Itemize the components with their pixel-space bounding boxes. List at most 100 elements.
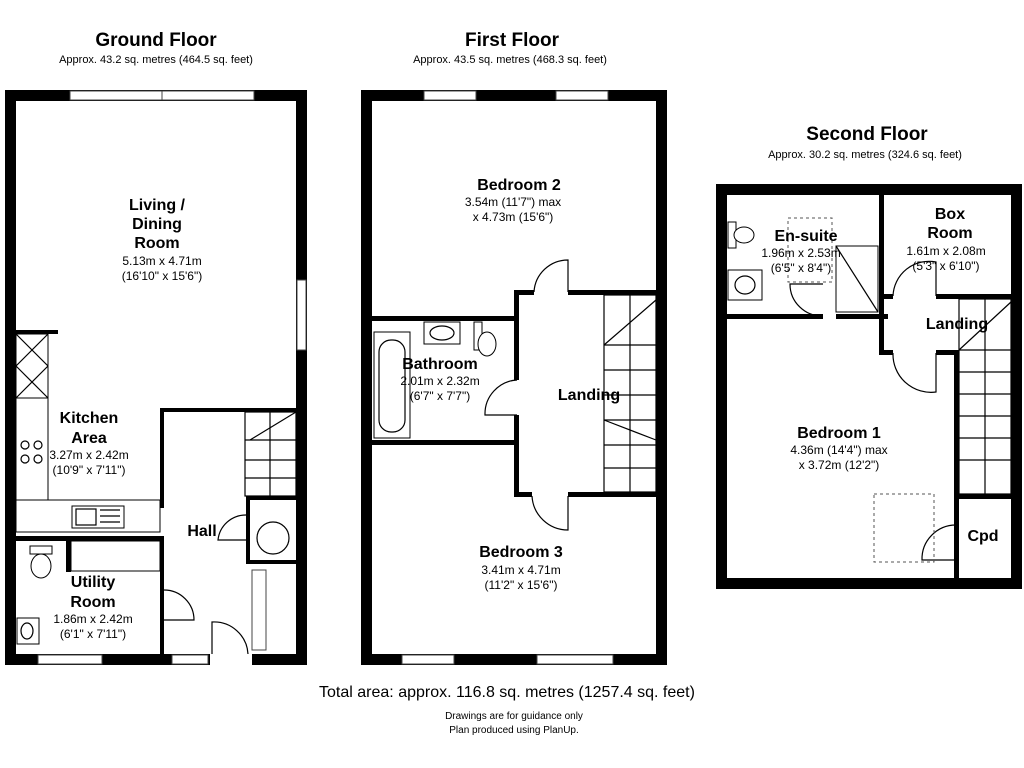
wall [568,492,656,497]
wall [727,314,823,319]
wall [372,440,519,445]
staircase [244,411,297,497]
staircase [603,294,657,493]
bath-icon [373,331,411,439]
wall [656,90,667,665]
door-swing [531,495,569,531]
wall [361,90,372,665]
utility-room-name: Utility [71,574,116,591]
utility-worktop [70,540,161,572]
wall [246,560,297,564]
wall [716,184,727,589]
toilet-icon [473,321,497,357]
plan-credit: Plan produced using PlanUp. [449,725,579,736]
ground-floor-title: Ground Floor [95,30,217,51]
wall [361,654,667,665]
living-room-dims: 5.13m x 4.71m [122,254,201,268]
door-swing [217,514,247,541]
bathroom-dims: (6'7" x 7'7") [410,389,470,403]
wall [716,184,1022,195]
door-swing [163,589,195,621]
door-swing [921,524,957,561]
kitchen-name: Kitchen [60,410,119,427]
wall [836,314,888,319]
window [555,90,609,101]
wall [514,415,519,497]
wall [716,578,1022,589]
window [171,654,209,665]
bedroom-2-name: Bedroom 2 [477,177,561,194]
window [37,654,103,665]
window [401,654,455,665]
boiler-icon [256,521,290,555]
disclaimer: Drawings are for guidance only [445,711,583,722]
en-suite-dims: 1.96m x 2.53m [761,246,840,260]
box-room-dims: 1.61m x 2.08m [906,244,985,258]
shower-icon [835,245,879,313]
box-room-name: Box [935,206,965,223]
bedroom-3-name: Bedroom 3 [479,544,563,561]
total-area: Total area: approx. 116.8 sq. metres (12… [319,684,695,701]
wall [514,492,532,497]
wall [879,294,893,299]
wall [1011,184,1022,589]
utility-room-dims: (6'1" x 7'11") [60,627,126,641]
door-swing [892,260,937,297]
ground-floor-plan: Living / Dining Room 5.13m x 4.71m (16'1… [5,90,307,665]
kitchen-name: Area [71,430,107,447]
living-room-name: Room [134,235,179,252]
toilet-icon [727,221,755,249]
door-swing [484,379,518,416]
toilet-icon [29,545,53,579]
sink-icon [71,505,125,529]
wall [879,195,884,355]
window [423,90,477,101]
bedroom-1-dims: x 3.72m (12'2") [799,458,880,472]
utility-room-dims: 1.86m x 2.42m [53,612,132,626]
living-room-name: Living / [129,197,186,214]
living-room-dims: (16'10" x 15'6") [122,269,202,283]
wall [160,408,297,412]
box-room-name: Room [927,225,972,242]
en-suite-dims: (6'5" x 8'4") [771,261,831,275]
window [296,279,307,351]
landing-name: Landing [558,387,620,404]
window [251,569,267,651]
wall [514,290,519,380]
wall [936,350,958,355]
landing-name: Landing [926,316,988,333]
wall [5,654,307,665]
wall [954,494,1011,499]
wall [16,330,58,334]
bedroom-3-dims: 3.41m x 4.71m [481,563,560,577]
kitchen-dims: (10'9" x 7'11") [53,463,126,477]
window [536,654,614,665]
wall [160,408,164,508]
en-suite-name: En-suite [774,228,837,245]
loft-hatch [873,493,935,563]
wall [296,90,307,665]
basin-icon [423,321,461,345]
bedroom-1-dims: 4.36m (14'4") max [790,443,887,457]
wall [66,536,71,572]
wall [361,90,667,101]
second-floor-area: Approx. 30.2 sq. metres (324.6 sq. feet) [768,149,962,161]
door-swing [533,259,569,293]
living-room-name: Dining [132,216,182,233]
utility-room-name: Room [70,594,115,611]
bathroom-name: Bathroom [402,356,478,373]
bathroom-dims: 2.01m x 2.32m [400,374,479,388]
hall-name: Hall [187,523,216,540]
wall [16,536,164,541]
staircase [958,298,1012,495]
wall [246,496,250,564]
first-floor-plan: Bedroom 2 3.54m (11'7") max x 4.73m (15'… [361,90,667,665]
first-floor-area: Approx. 43.5 sq. metres (468.3 sq. feet) [413,54,607,66]
wall [246,496,297,500]
wall [568,290,656,295]
door-swing [789,283,824,317]
ground-floor-area: Approx. 43.2 sq. metres (464.5 sq. feet) [59,54,253,66]
wall [372,316,514,321]
first-floor-title: First Floor [465,30,560,51]
